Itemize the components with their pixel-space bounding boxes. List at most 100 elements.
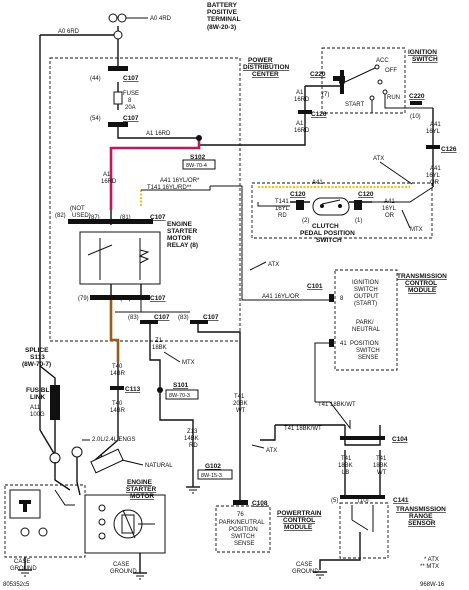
footer-left: 805352c5 (3, 582, 30, 588)
c104: C104 (392, 436, 408, 443)
starter-case-ground-l-2: GROUND (10, 566, 37, 572)
pdc-c107-pin-54: (54) (90, 116, 101, 122)
starter-title-2: STARTER (126, 486, 157, 493)
battery-ref: (8W-20-3) (207, 24, 236, 31)
a41b-label: A41 (430, 166, 441, 172)
starter-title-3: MOTOR (130, 493, 154, 500)
c120-a: C120 (290, 191, 306, 198)
tcm-ign-3: OUTPUT (354, 294, 379, 300)
ignition-switch: IGNITION SWITCH C220 (7) ACC OFF START R… (294, 47, 457, 187)
fuse-amperage: 20A (125, 105, 136, 111)
c113: C113 (125, 386, 141, 393)
s102-ref: 8W-70-4 (186, 163, 207, 169)
middle-wiring: (83) C107 (83) C107 Z1 18BK MTX T40 14BR… (94, 300, 408, 500)
clutch-t141-16yl: 16YL (275, 206, 290, 212)
transmission-range-sensor: (5) (10) C141 TRANSMISSION RANGE SENSOR … (292, 495, 446, 579)
t41-label: T41 (234, 394, 245, 400)
pcm-pn-4: SENSE (234, 541, 254, 547)
fusible-2: LINK (30, 394, 45, 401)
pcm-title-2: CONTROL (283, 517, 315, 524)
relay-title-1: ENGINE (167, 221, 193, 228)
t41-l-lb: LB (342, 470, 349, 476)
clutch-t141: T141 (275, 199, 289, 205)
ignition-title-1: IGNITION (408, 49, 437, 56)
clutch-a41-16yl: 16YL (382, 206, 397, 212)
t41-20bk: 20BK (233, 401, 248, 407)
fuse-number: 8 (128, 98, 132, 104)
a1-16rd-label: A1 16RD (146, 131, 171, 137)
range-case-ground-2: GROUND (292, 569, 319, 575)
range-title-3: SENSOR (408, 520, 436, 527)
g102-ref: 8W-15-3 (201, 473, 222, 479)
footer-right: 968W-16 (420, 582, 445, 588)
clutch-pin-2: (2) (302, 218, 309, 224)
t40b-label: T40 (112, 401, 123, 407)
tcm-ign-4: (START) (354, 301, 377, 307)
range-pin-10: (10) (358, 498, 369, 504)
pdc-c107-b: C107 (123, 115, 139, 122)
relay-c107-b: C107 (150, 295, 166, 302)
clutch-a41: A41 (312, 180, 323, 186)
tcm-pn-1: PARK/ (356, 320, 374, 326)
starter-case-ground-r-1: CASE (113, 562, 129, 568)
relay-title-3: MOTOR (167, 235, 191, 242)
splice-title: SPLICE (25, 347, 49, 354)
starter-case-ground-l-1: CASE (14, 559, 30, 565)
pcm-pin-76: 76 (237, 512, 244, 518)
clutch-atx: ATX (373, 156, 384, 162)
legend-mtx: ** MTX (420, 564, 439, 570)
range-title-2: RANGE (409, 513, 433, 520)
relay-title-2: STARTER (167, 228, 198, 235)
fusible-1: FUSIBLE (26, 387, 54, 394)
pcm-title-1: POWERTRAIN (277, 510, 322, 517)
eng-label: 2.0L/2.4L ENGS (92, 437, 135, 443)
tcm-title-3: MODULE (408, 287, 437, 294)
tcm-title-1: TRANSMISSION (397, 273, 447, 280)
pdc-title-3: CENTER (252, 71, 279, 78)
pcm-pn-2: POSITION (229, 527, 258, 533)
pdc-c107-a: C107 (123, 75, 139, 82)
t40b-14br: 14BR (110, 408, 126, 414)
splice-s113: S113 (30, 354, 45, 361)
c126-a: C126 (311, 111, 327, 118)
relay-not-used-2: USED) (72, 213, 91, 219)
battery-title-1: BATTERY (207, 2, 238, 9)
engine-starter-motor-relay: (NOT USED) (82) (87) (81) C107 ENGINE ST… (55, 206, 198, 302)
tcm-a41: A41 16YL/OR (262, 294, 300, 300)
pcm-pn-1: PARK/NEUTRAL (219, 520, 265, 526)
z13-14bk: 14BK (184, 436, 199, 442)
mid-pin-83a: (83) (128, 315, 139, 321)
pcm-title-3: MODULE (284, 524, 313, 531)
z1-18bk: 18BK (152, 345, 167, 351)
range-pin-5: (5) (331, 498, 338, 504)
natural-label: NATURAL (145, 463, 173, 469)
tcm-pin-8: 8 (340, 296, 344, 302)
splice-s102: A1 16RD S102 8W-70-4 A41 16YL/OR* T141 1… (101, 141, 330, 301)
legend-atx: * ATX (424, 557, 439, 563)
pdc-title-2: DISTRIBUTION (243, 64, 290, 71)
ao-6rd-label: A0 6RD (58, 29, 80, 35)
battery-title-3: TERMINAL (207, 16, 241, 23)
tcm-pn-2: NEUTRAL (352, 327, 381, 333)
tcm-pin-41: 41 (340, 341, 347, 347)
clutch-title-1: CLUTCH (312, 223, 339, 230)
relay-pin-82: (82) (55, 213, 66, 219)
tcm-ign-2: SWITCH (354, 287, 378, 293)
mid-mtx: MTX (182, 360, 195, 366)
pcm-c108: C108 (252, 500, 268, 507)
a1-relay: A1 (103, 172, 111, 178)
relay-c107: C107 (150, 214, 166, 221)
a1b-16rd: 16RD (294, 128, 310, 134)
tcm-title-2: CONTROL (405, 280, 437, 287)
battery-terminal: A0 4RD A0 6RD BATTERY POSITIVE TERMINAL … (39, 2, 241, 430)
pdc-title-1: POWER (248, 57, 273, 64)
t41-18bk-wt-b: T41 18BK/WT (284, 426, 322, 432)
ao-4rd-label: A0 4RD (150, 16, 172, 22)
t41-wt: WT (236, 408, 246, 414)
c220-b: C220 (409, 93, 425, 100)
mid-c107b: C107 (203, 314, 219, 321)
starter-case-ground-r-2: GROUND (110, 569, 137, 575)
t40-label: T40 (112, 364, 123, 370)
powertrain-control-module: C108 76 PARK/NEUTRAL POSITION SWITCH SEN… (215, 500, 322, 553)
